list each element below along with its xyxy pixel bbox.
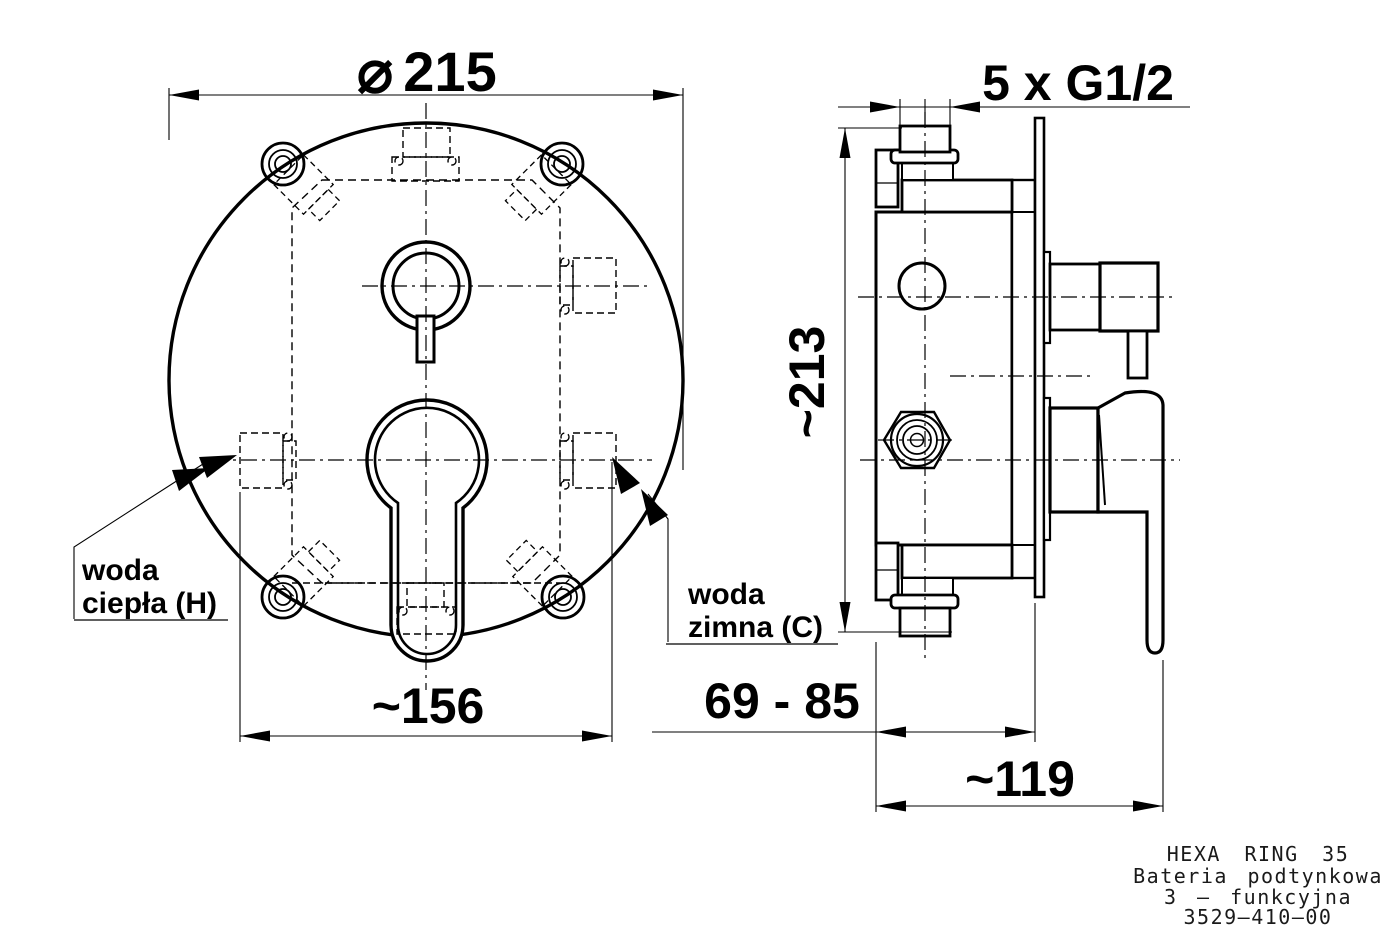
dim-depth-range: 69 - 85: [652, 603, 1036, 742]
dim-height: ~213: [779, 127, 952, 633]
wall-plate-edge: [1033, 116, 1046, 599]
dim-connections: 5 x G1/2: [838, 55, 1190, 126]
side-view: [858, 112, 1180, 658]
front-view: [167, 103, 685, 690]
title-block-type: Bateria podtynkowa: [1133, 864, 1383, 888]
dim-diameter-value: 215: [403, 40, 496, 103]
water-labels: woda ciepła (H) woda zimna (C): [73, 455, 838, 645]
dimensions: ⌀ 215 5 x G1/2 ~213: [168, 38, 1190, 812]
top-fitting: [874, 124, 1014, 214]
dim-height-value: ~213: [779, 326, 835, 439]
lever-handle-side: [1042, 389, 1165, 655]
mounting-lugs: [260, 141, 586, 620]
dim-depth-range-value: 69 - 85: [704, 673, 860, 729]
lever-handle-front: [365, 398, 489, 663]
side-centerlines: [858, 112, 1180, 658]
title-block-code: 3529–410–00: [1184, 905, 1333, 929]
dim-front-width: ~156: [239, 462, 613, 742]
body-plate-column: [1010, 178, 1037, 580]
valve-body: [874, 210, 1014, 547]
dim-connections-value: 5 x G1/2: [982, 55, 1174, 111]
diverter-knob-side: [1042, 250, 1160, 380]
knob-stem-side: [1126, 329, 1149, 380]
title-block-function: 3 – funkcyjna: [1164, 885, 1352, 909]
concealed-body-outline: [291, 179, 561, 584]
hot-water-callout: woda ciepła (H): [73, 455, 237, 621]
hot-water-label-line1: woda: [81, 554, 159, 587]
port-left: [239, 432, 297, 490]
cold-water-label-line2: zimna (C): [688, 611, 823, 644]
diameter-symbol: ⌀: [357, 38, 393, 105]
port-top: [391, 127, 460, 182]
hot-water-label-line2: ciepła (H): [82, 587, 217, 620]
cold-water-label-line1: woda: [687, 578, 765, 611]
port-right-lower: [559, 432, 617, 490]
dim-depth-total: ~119: [875, 660, 1164, 812]
front-centerlines: [212, 103, 652, 690]
cold-water-callout: woda zimna (C): [612, 457, 838, 645]
bottom-fitting: [874, 541, 1014, 638]
dim-diameter: ⌀ 215: [168, 38, 684, 470]
body-plug-circle: [897, 261, 947, 311]
title-block-product: HEXA RING 35: [1167, 842, 1350, 866]
dim-front-width-value: ~156: [372, 678, 485, 734]
dim-depth-total-value: ~119: [965, 751, 1075, 807]
title-block: HEXA RING 35 Bateria podtynkowa 3 – funk…: [1133, 842, 1383, 929]
